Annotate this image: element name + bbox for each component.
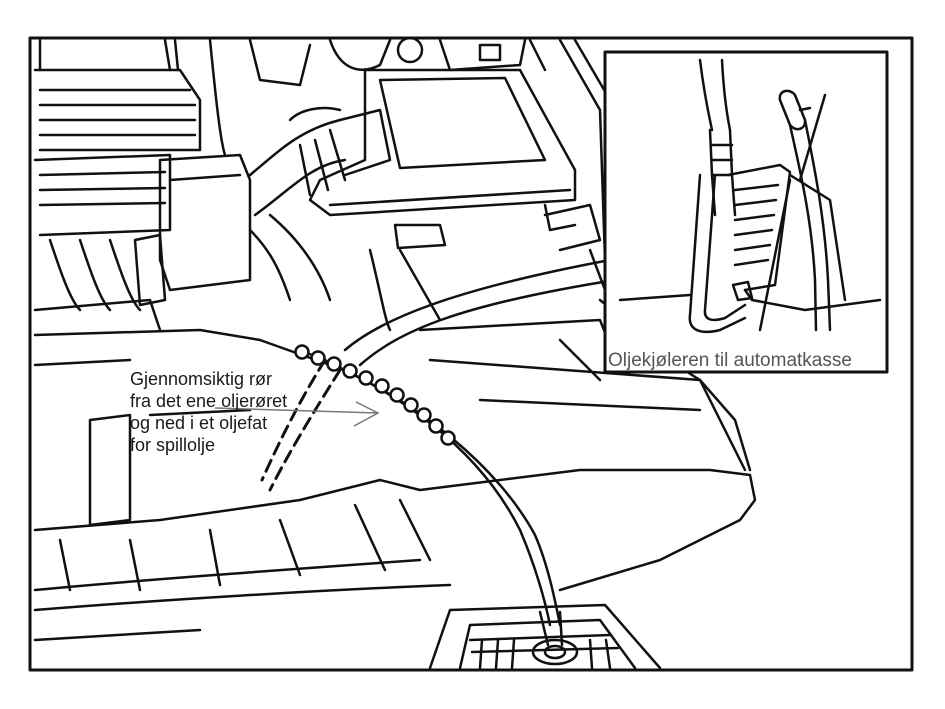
- front-body: [33, 328, 757, 642]
- tube-callout-line: fra det ene oljerøret: [130, 391, 288, 411]
- tube-callout-line: for spillolje: [130, 435, 216, 455]
- top-center-components: [248, 36, 547, 87]
- inset-panel: [603, 50, 889, 374]
- oil-filler-area: [428, 603, 662, 670]
- air-cleaner-housing: [308, 68, 602, 252]
- tube-callout-line: Gjennomsiktig rør: [130, 369, 273, 389]
- engine-intake: [33, 38, 202, 332]
- tube-callout-line: og ned i et oljefat: [130, 413, 268, 433]
- reservoir: [133, 38, 252, 307]
- air-intake-hose: [248, 106, 392, 302]
- hidden-tube-dashed: [260, 358, 342, 492]
- tube-callout: Gjennomsiktig rør fra det ene oljerøret …: [130, 368, 287, 456]
- leader-arrow: [214, 401, 380, 427]
- tube-rings: [294, 344, 456, 446]
- inset-caption: Oljekjøleren til automatkasse: [608, 350, 852, 371]
- oil-cooler-detail: [618, 58, 882, 334]
- transparent-tube: [298, 258, 617, 627]
- figure-frame: [28, 36, 914, 672]
